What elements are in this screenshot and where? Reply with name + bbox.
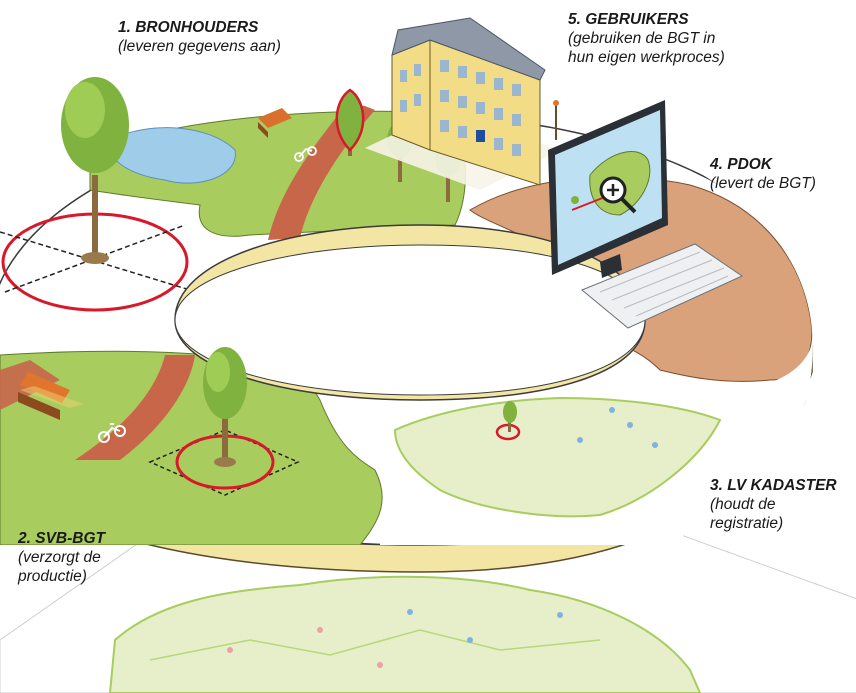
magnifier-icon bbox=[599, 176, 637, 214]
label-subtitle: hun eigen werkproces) bbox=[568, 49, 725, 66]
label-gebruikers: 5. GEBRUIKERS (gebruiken de BGT in hun e… bbox=[568, 10, 725, 67]
label-title: 3. LV KADASTER bbox=[710, 477, 837, 494]
bicycle-icon bbox=[294, 146, 317, 162]
label-subtitle: (verzorgt de bbox=[18, 549, 101, 566]
label-title: 2. SVB-BGT bbox=[18, 530, 105, 547]
label-svb: 2. SVB-BGT (verzorgt de productie) bbox=[18, 529, 105, 586]
label-subtitle: (leveren gegevens aan) bbox=[118, 38, 281, 55]
tree-icon bbox=[335, 88, 365, 156]
label-title: 4. PDOK bbox=[710, 156, 773, 173]
bench-icon bbox=[258, 108, 292, 138]
bench-icon bbox=[18, 372, 84, 420]
tree-icon bbox=[61, 77, 129, 264]
puzzle-piece-kadaster bbox=[380, 340, 812, 545]
label-subtitle: (houdt de bbox=[710, 496, 776, 513]
label-kadaster: 3. LV KADASTER (houdt de registratie) bbox=[710, 476, 837, 533]
label-pdok: 4. PDOK (levert de BGT) bbox=[710, 155, 816, 193]
label-title: 5. GEBRUIKERS bbox=[568, 11, 689, 28]
lamp-post bbox=[553, 100, 559, 140]
tree-icon bbox=[203, 347, 247, 467]
label-title: 1. BRONHOUDERS bbox=[118, 19, 259, 36]
keyboard-icon bbox=[581, 243, 744, 329]
label-subtitle: productie) bbox=[18, 568, 87, 585]
tree-icon bbox=[503, 401, 517, 432]
label-subtitle: (gebruiken de BGT in bbox=[568, 30, 716, 47]
pond bbox=[108, 127, 236, 184]
bike-path bbox=[75, 355, 195, 460]
bicycle-icon bbox=[98, 423, 126, 443]
label-bronhouders: 1. BRONHOUDERS (leveren gegevens aan) bbox=[118, 18, 281, 56]
base-map-sheet bbox=[0, 519, 856, 693]
label-subtitle: registratie) bbox=[710, 515, 784, 532]
label-subtitle: (levert de BGT) bbox=[710, 175, 816, 192]
building-icon bbox=[365, 17, 560, 190]
